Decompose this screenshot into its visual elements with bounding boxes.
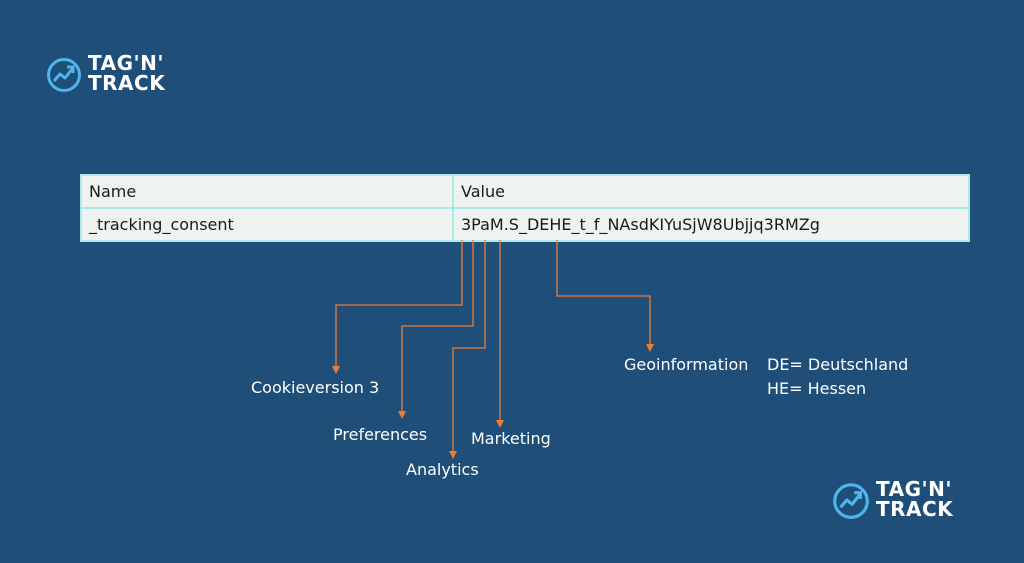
label-marketing: Marketing [471,429,551,448]
brand-line1: TAG'N' [88,51,164,75]
trend-up-circle-icon [833,483,869,519]
table-row: _tracking_consent 3PaM.S_DEHE_t_f_NAsdKI… [80,207,970,242]
cookie-table: Name Value _tracking_consent 3PaM.S_DEHE… [80,174,970,242]
arrow-cookieversion [332,240,463,374]
arrow-preferences [398,240,474,419]
label-geoinformation: Geoinformation [624,355,749,374]
cookie-value-cell: 3PaM.S_DEHE_t_f_NAsdKIYuSjW8Ubjjq3RMZg [452,207,970,242]
brand-logo-bottom: TAG'N' TRACK [832,478,953,520]
brand-line2: TRACK [876,497,954,521]
arrow-geoinformation [556,240,654,352]
brand-wordmark: TAG'N' TRACK [88,53,165,93]
brand-line2: TRACK [88,71,166,95]
table-header-row: Name Value [80,174,970,209]
header-value: Value [452,174,970,209]
label-analytics: Analytics [406,460,479,479]
header-name: Name [80,174,454,209]
cookie-name-cell: _tracking_consent [80,207,454,242]
trend-up-circle-icon [47,58,81,92]
brand-wordmark: TAG'N' TRACK [876,479,953,519]
label-cookieversion: Cookieversion 3 [251,378,380,397]
label-geo-he: HE= Hessen [767,379,867,398]
brand-logo-top: TAG'N' TRACK [46,53,165,93]
brand-line1: TAG'N' [876,477,952,501]
label-preferences: Preferences [333,425,428,444]
label-geo-de: DE= Deutschland [767,355,909,374]
arrow-analytics [449,240,486,459]
